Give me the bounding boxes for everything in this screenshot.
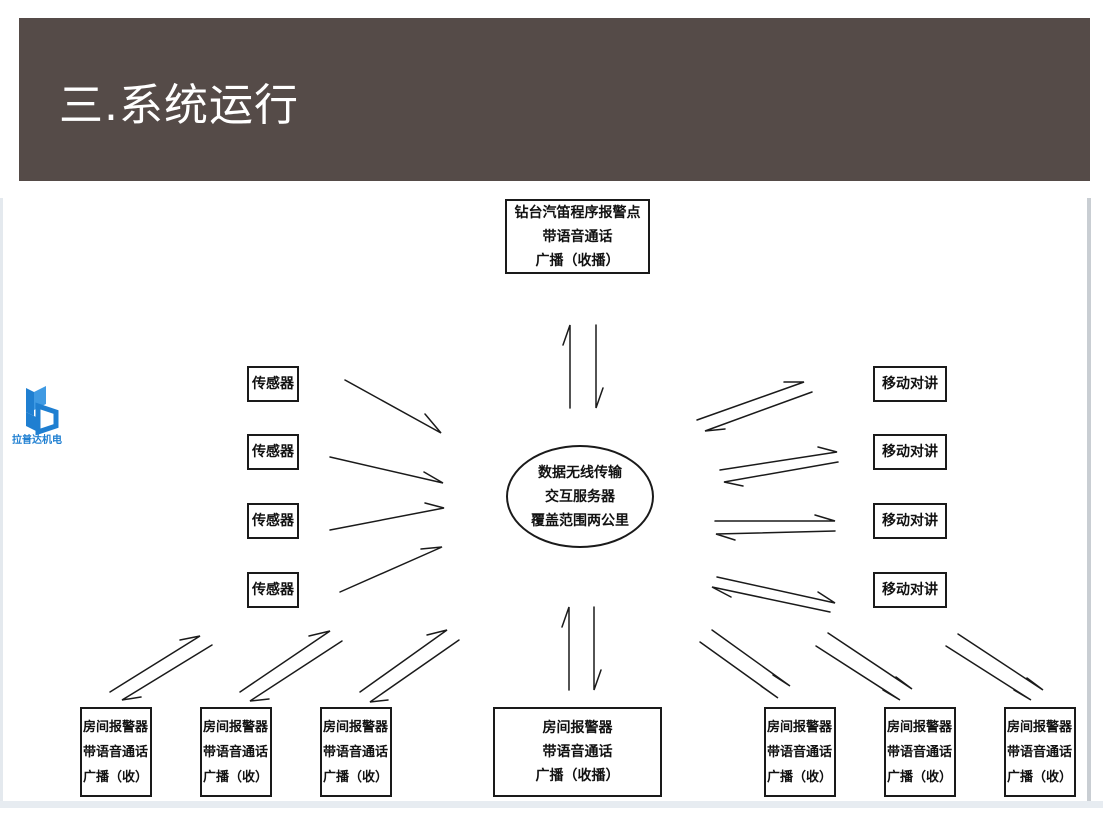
room-alarm-line-3: 广播（收） <box>887 769 953 785</box>
room-alarm-line-3: 广播（收） <box>767 769 833 785</box>
room-alarm-line-2: 带语音通话 <box>887 744 953 760</box>
top-alarm-line-2: 带语音通话 <box>542 228 613 245</box>
radio-box: 移动对讲 <box>873 434 947 470</box>
company-logo-text: 拉普达机电 <box>12 435 62 446</box>
server-line-2: 交互服务器 <box>545 488 615 505</box>
server-line-1: 数据无线传输 <box>538 464 622 481</box>
room-alarm-line-3: 广播（收） <box>1007 769 1073 785</box>
room-alarm-line-1: 房间报警器 <box>542 720 613 736</box>
room-alarm-box: 房间报警器 带语音通话 广播（收） <box>320 707 392 797</box>
room-alarm-line-3: 广播（收） <box>323 769 389 785</box>
top-alarm-box: 钻台汽笛程序报警点 带语音通话 广播（收播） <box>505 199 650 274</box>
radio-box: 移动对讲 <box>873 503 947 539</box>
sensor-box: 传感器 <box>247 366 299 402</box>
room-alarm-line-3: 广播（收） <box>83 769 149 785</box>
radio-box: 移动对讲 <box>873 572 947 608</box>
content-frame-left <box>0 198 3 808</box>
room-alarm-line-2: 带语音通话 <box>542 744 613 760</box>
room-alarm-box: 房间报警器 带语音通话 广播（收） <box>884 707 956 797</box>
company-logo-icon <box>26 386 59 436</box>
room-alarm-box: 房间报警器 带语音通话 广播（收） <box>80 707 152 797</box>
room-alarm-box: 房间报警器 带语音通话 广播（收） <box>1004 707 1076 797</box>
sensor-box: 传感器 <box>247 572 299 608</box>
room-alarm-line-1: 房间报警器 <box>203 719 269 735</box>
room-alarm-line-1: 房间报警器 <box>767 719 833 735</box>
room-alarm-box-main: 房间报警器 带语音通话 广播（收播） <box>493 707 662 797</box>
room-alarm-box: 房间报警器 带语音通话 广播（收） <box>200 707 272 797</box>
header-bar: 三.系统运行 <box>19 18 1090 181</box>
content-frame-right <box>1087 198 1091 808</box>
top-alarm-line-1: 钻台汽笛程序报警点 <box>514 204 641 221</box>
room-alarm-line-1: 房间报警器 <box>887 719 953 735</box>
sensor-box: 传感器 <box>247 503 299 539</box>
room-alarm-box: 房间报警器 带语音通话 广播（收） <box>764 707 836 797</box>
room-alarm-line-3: 广播（收播） <box>535 768 620 784</box>
room-alarm-line-2: 带语音通话 <box>767 744 833 760</box>
central-server-node: 数据无线传输 交互服务器 覆盖范围两公里 <box>506 445 654 548</box>
room-alarm-line-1: 房间报警器 <box>323 719 389 735</box>
room-alarm-line-3: 广播（收） <box>203 769 269 785</box>
room-alarm-line-2: 带语音通话 <box>1007 744 1073 760</box>
content-frame-bottom <box>0 801 1103 808</box>
room-alarm-line-1: 房间报警器 <box>83 719 149 735</box>
radio-box: 移动对讲 <box>873 366 947 402</box>
room-alarm-line-1: 房间报警器 <box>1007 719 1073 735</box>
top-alarm-line-3: 广播（收播） <box>535 252 620 269</box>
room-alarm-line-2: 带语音通话 <box>83 744 149 760</box>
sensor-box: 传感器 <box>247 434 299 470</box>
server-line-3: 覆盖范围两公里 <box>531 512 629 529</box>
page-title: 三.系统运行 <box>59 80 299 131</box>
room-alarm-line-2: 带语音通话 <box>203 744 269 760</box>
room-alarm-line-2: 带语音通话 <box>323 744 389 760</box>
